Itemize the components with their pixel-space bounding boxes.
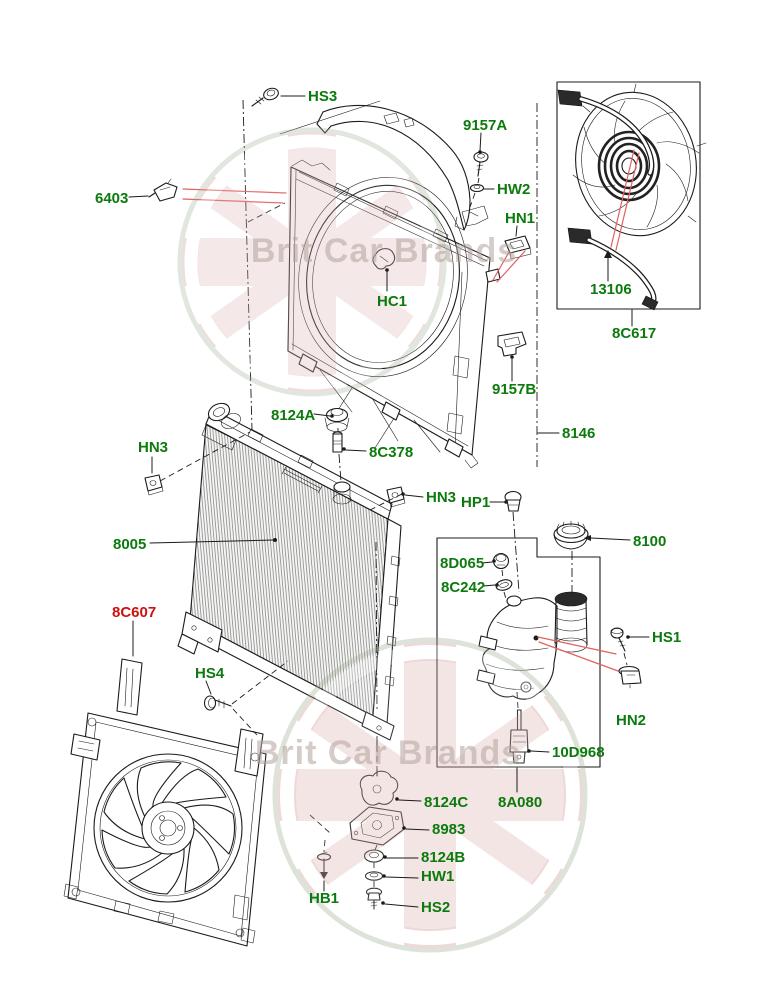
clip-nut-hn2	[618, 665, 642, 689]
part-labels: HS3 9157A HW2 HN1 6403 HC1 9157B 8146 13…	[95, 88, 681, 916]
bolt-hs1	[610, 627, 626, 652]
isolator-8124c	[359, 769, 399, 806]
part-label-8c617: 8C617	[612, 325, 656, 342]
part-label-8c378: 8C378	[369, 444, 413, 461]
part-label-hn2: HN2	[616, 712, 646, 729]
fan-shroud-8146	[287, 104, 527, 469]
part-label-8100: 8100	[633, 533, 666, 550]
bracket-hc1	[372, 248, 396, 270]
part-label-8005: 8005	[113, 536, 146, 553]
radiator-filler-neck	[332, 481, 352, 505]
bolt-hb1	[316, 851, 332, 879]
radiator-inlet-stub	[201, 402, 241, 451]
part-label-8d065: 8D065	[440, 555, 484, 572]
watermark-text-bottom: Brit Car Brands	[255, 734, 521, 772]
part-label-8983: 8983	[432, 821, 465, 838]
part-label-hs3: HS3	[308, 88, 337, 105]
part-label-hs1: HS1	[652, 629, 681, 646]
viscous-fan-box-8c617	[556, 81, 707, 311]
part-label-hn1: HN1	[505, 210, 535, 227]
clip-6403	[148, 178, 178, 202]
part-label-8c607: 8C607	[112, 604, 156, 621]
expansion-tank	[476, 591, 588, 700]
pin-8c378	[332, 431, 343, 453]
part-label-8124c: 8124C	[424, 794, 468, 811]
part-label-hn3-left: HN3	[138, 439, 168, 456]
part-label-9157b: 9157B	[492, 381, 536, 398]
lower-mounting-parts	[309, 736, 405, 910]
radiator-left-tank	[177, 611, 223, 655]
watermark-roundel-bottom	[272, 637, 588, 953]
leader-lines	[128, 95, 650, 908]
cooling-fan-module-8c607	[63, 658, 267, 947]
washer-hw2	[469, 183, 485, 193]
clip-nut-hn1	[504, 235, 532, 260]
cap-8124a	[324, 407, 350, 432]
part-label-8146: 8146	[562, 425, 595, 442]
bolt-hs4	[203, 695, 232, 711]
radiator-8005	[177, 402, 402, 752]
part-label-hc1: HC1	[377, 293, 407, 310]
part-label-hn3-right: HN3	[426, 489, 456, 506]
part-label-9157a: 9157A	[463, 117, 507, 134]
part-label-hw2: HW2	[497, 181, 530, 198]
part-label-6403: 6403	[95, 190, 128, 207]
plug-hp1	[504, 490, 522, 512]
cap-8100	[553, 520, 589, 550]
bracket-9157b	[497, 331, 527, 357]
assembly-dashes	[159, 428, 573, 736]
part-label-8a080: 8A080	[498, 794, 542, 811]
construction-lines	[242, 99, 538, 467]
watermark-text-top: Brit Car Brands	[251, 232, 517, 270]
part-label-8c242: 8C242	[441, 579, 485, 596]
part-label-13106: 13106	[590, 281, 632, 298]
screw-9157a	[473, 151, 489, 177]
screw-hs3	[251, 87, 279, 107]
part-label-10d968: 10D968	[552, 744, 605, 761]
part-label-8124a: 8124A	[271, 407, 315, 424]
watermark-roundel-top	[177, 127, 447, 397]
detail-box-8100	[436, 537, 601, 768]
sensor-10d968	[509, 709, 529, 764]
expansion-tank-box	[436, 537, 642, 768]
part-label-hw1: HW1	[421, 868, 454, 885]
nut-hn3-left	[144, 474, 164, 496]
part-label-hs2: HS2	[421, 899, 450, 916]
bolt-hs2	[365, 887, 383, 910]
part-label-hs4: HS4	[195, 665, 225, 682]
small-parts	[144, 87, 589, 711]
red-pointer-lines	[182, 188, 526, 283]
oring-8c242	[495, 579, 513, 591]
part-label-8124b: 8124B	[421, 849, 465, 866]
detail-box-8c617	[556, 81, 701, 310]
plug-8d065	[492, 552, 510, 570]
part-label-hb1: HB1	[309, 890, 339, 907]
upper-seal-strap	[316, 104, 471, 231]
part-label-hp1: HP1	[461, 494, 490, 511]
